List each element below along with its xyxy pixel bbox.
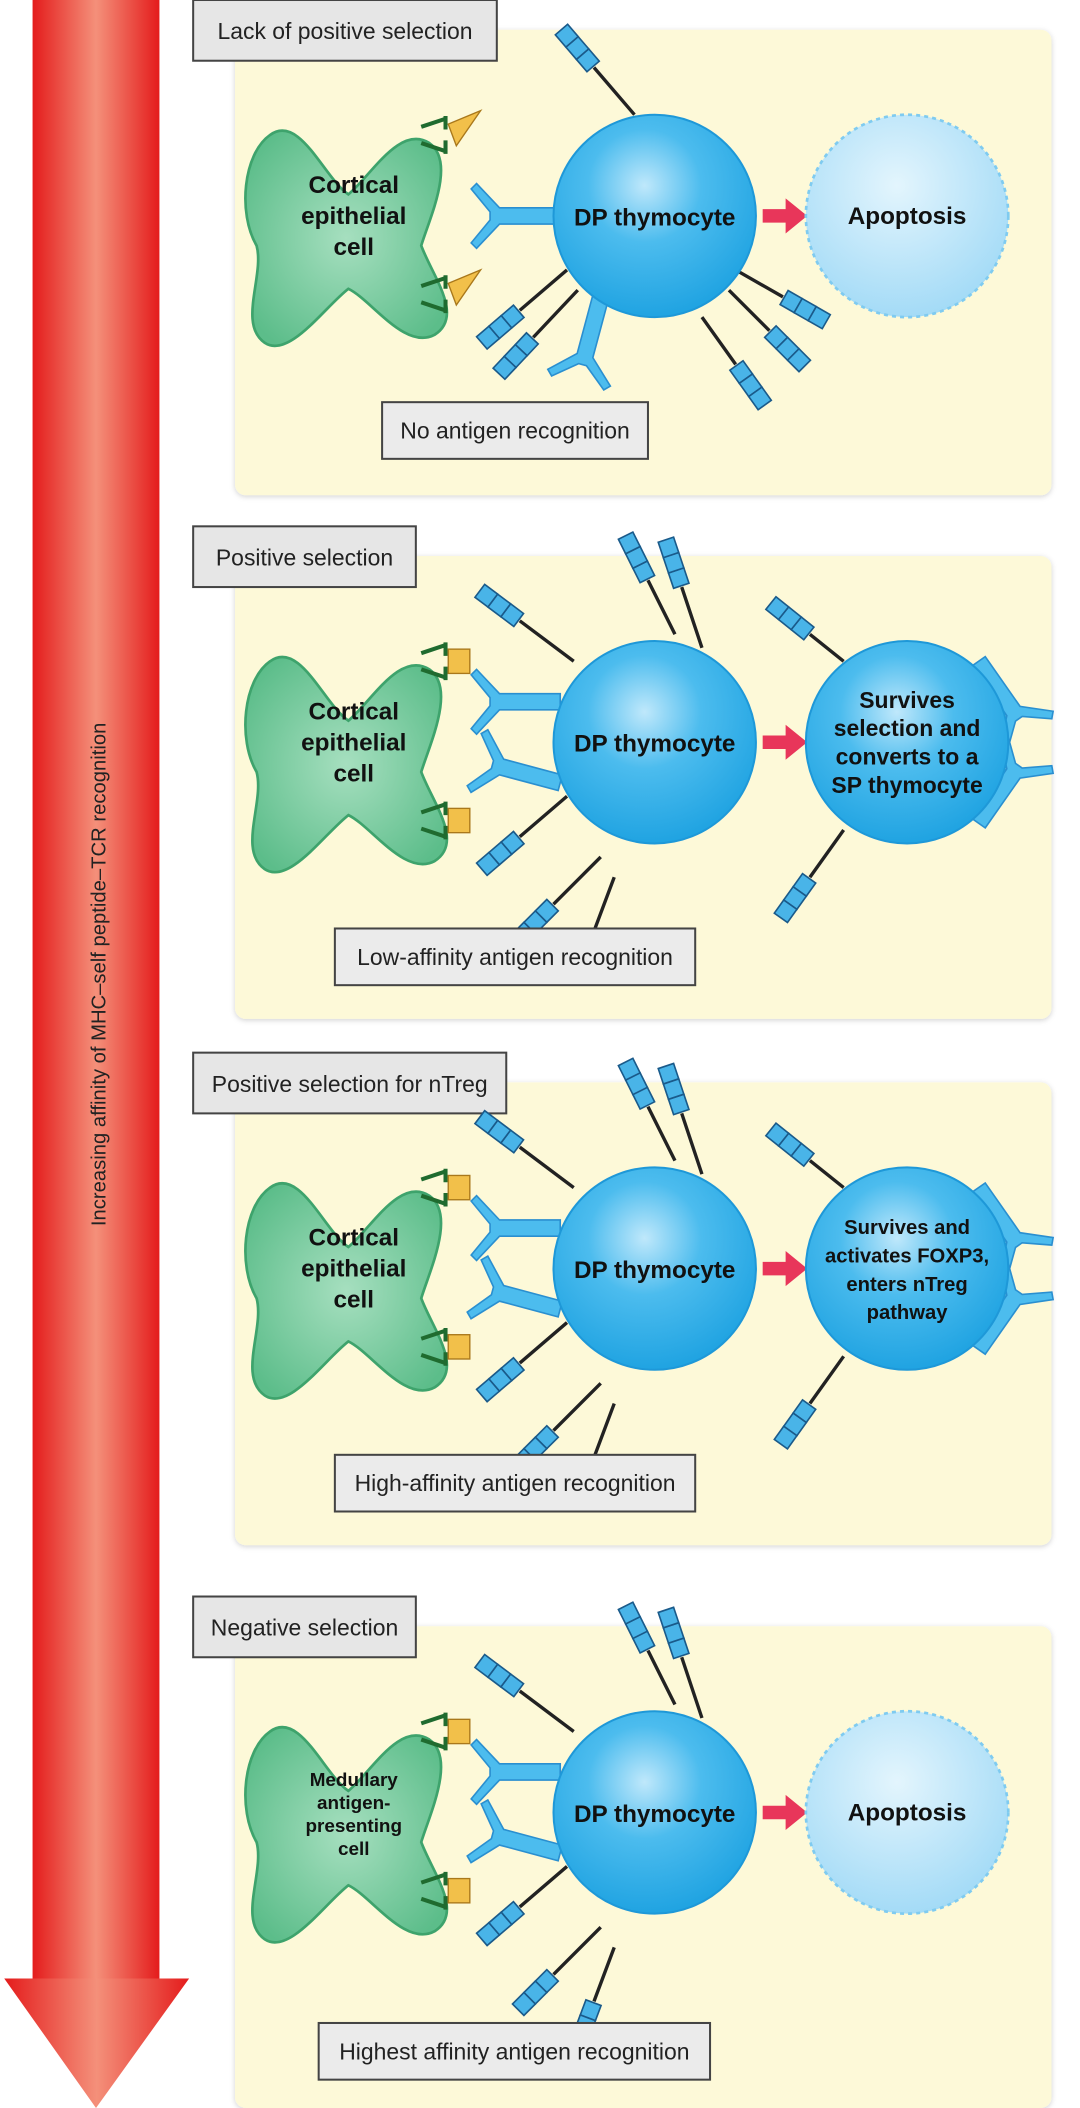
recognition-label: Low-affinity antigen recognition [357,944,673,970]
affinity-arrow: Increasing affinity of MHC–self peptide–… [4,0,190,2108]
tcr-receptor-icon [546,293,612,391]
recognition-label: High-affinity antigen recognition [355,1470,676,1496]
tcr-receptor-icon [466,1798,564,1864]
transition-arrow-icon [762,1794,808,1830]
thymocyte-label: DP thymocyte [574,204,735,231]
transition-arrow-icon [762,198,808,234]
dp-thymocyte: DP thymocyte [466,530,757,967]
transition-arrow-icon [762,724,808,760]
recognition-label: Highest affinity antigen recognition [339,2038,689,2064]
panel-title: Lack of positive selection [217,18,472,44]
tcr-receptor-icon [470,182,562,250]
mhc-peptide-icon [420,268,483,314]
outcome-label: Apoptosis [848,1800,967,1827]
panel-title-box [192,1595,417,1659]
dp-thymocyte: DP thymocyte [470,23,832,411]
recognition-box [333,1453,697,1513]
transition-arrow-icon [762,1251,808,1287]
mhc-peptide-icon [420,1168,471,1207]
mhc-peptide-icon [420,109,483,154]
mhc-peptide-icon [420,1871,471,1910]
panel-title: Positive selection [216,544,393,570]
thymocyte-label: DP thymocyte [574,1257,735,1284]
mhc-peptide-icon [420,1327,471,1366]
tcr-receptor-icon [470,1738,562,1806]
mhc-peptide-icon [420,642,471,681]
thymocyte-label: DP thymocyte [574,731,735,758]
outcome-label: Apoptosis [848,203,967,230]
panel-title-box [192,0,498,62]
recognition-box [317,2021,712,2081]
panel-title-box [192,525,417,589]
panel-title: Positive selection for nTreg [212,1071,488,1097]
panel-title-box [192,1051,508,1115]
tcr-receptor-icon [470,668,562,736]
apoptotic-cell: Apoptosis [804,113,1010,319]
apoptotic-cell: Apoptosis [804,1709,1010,1916]
recognition-box [381,401,649,460]
tcr-receptor-icon [470,1194,562,1262]
panel-title: Negative selection [211,1615,398,1641]
recognition-box [333,927,697,987]
dp-thymocyte: DP thymocyte [466,1601,757,2037]
recognition-label: No antigen recognition [400,418,630,444]
affinity-axis-label: Increasing affinity of MHC–self peptide–… [88,723,110,1227]
tcr-receptor-icon [466,728,564,794]
tcr-receptor-icon [466,1255,564,1320]
mhc-peptide-icon [420,1712,471,1751]
thymocyte-label: DP thymocyte [574,1801,735,1828]
mhc-peptide-icon [420,801,471,840]
